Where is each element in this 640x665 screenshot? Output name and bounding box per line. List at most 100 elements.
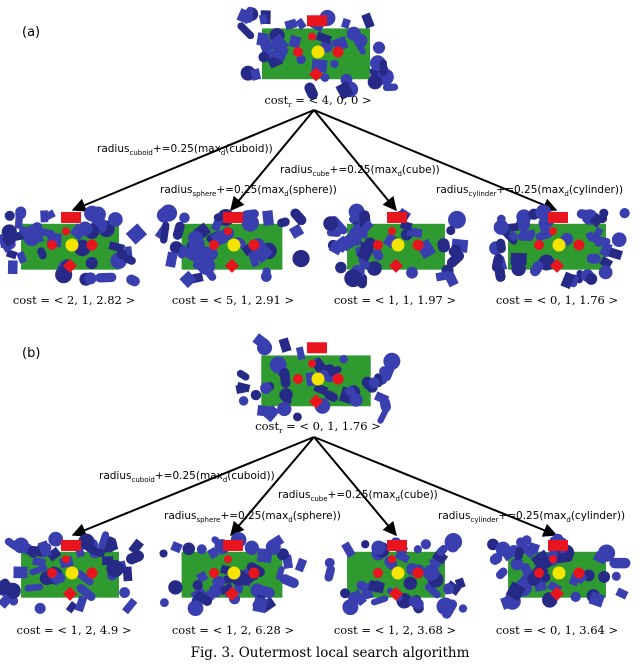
- edge-cube-b: [313, 436, 397, 537]
- obstacle-cube: [373, 391, 390, 405]
- obstacle-cylinder: [377, 404, 391, 424]
- obstacle-cube: [351, 589, 367, 607]
- target-sphere: [65, 238, 79, 252]
- obstacle-cylinder: [37, 247, 47, 260]
- obstacle-sphere: [339, 355, 348, 364]
- red-sphere: [388, 555, 396, 564]
- red-cuboid: [307, 15, 327, 27]
- obstacle-cylinder: [95, 272, 117, 283]
- obstacle-sphere: [342, 599, 359, 616]
- red-cuboid: [223, 211, 243, 223]
- obstacle-cylinder: [372, 248, 384, 261]
- obstacle-sphere: [526, 548, 535, 558]
- red-sphere: [62, 227, 70, 236]
- obstacle-sphere: [619, 208, 630, 219]
- obstacle-cylinder: [122, 254, 136, 265]
- target-sphere: [227, 238, 241, 252]
- obstacle-sphere: [187, 600, 204, 617]
- obstacle-sphere: [258, 51, 270, 63]
- obstacle-cylinder: [76, 583, 96, 602]
- obstacle-cube: [510, 252, 527, 266]
- red-cube: [388, 586, 404, 601]
- obstacle-sphere: [436, 597, 455, 616]
- obstacle-cylinder: [520, 563, 532, 577]
- obstacle-cylinder: [126, 274, 140, 287]
- obstacle-cube: [195, 570, 209, 584]
- obstacle-cube: [313, 382, 329, 396]
- obstacle-sphere: [597, 544, 616, 562]
- red-cuboid: [387, 539, 407, 551]
- obstacle-cube: [589, 213, 604, 228]
- obstacle-cube: [599, 241, 613, 258]
- obstacle-cube: [7, 260, 18, 275]
- edge-label-cuboid-a: radiuscuboid+=0.25(maxd(cuboid)): [97, 143, 273, 157]
- obstacle-cube: [506, 222, 519, 233]
- obstacle-cylinder: [538, 218, 552, 239]
- obstacle-sphere: [106, 560, 124, 578]
- obstacle-sphere: [437, 238, 450, 251]
- obstacle-sphere: [413, 545, 423, 554]
- obstacle-cylinder: [279, 367, 291, 388]
- obstacle-cylinder: [29, 564, 48, 576]
- obstacle-cube: [588, 591, 606, 608]
- obstacle-cube: [16, 250, 28, 264]
- obstacle-cube: [399, 220, 413, 231]
- red-cube: [388, 258, 404, 273]
- obstacle-cube: [252, 596, 269, 614]
- root-scene-a: [236, 6, 399, 100]
- child-scene-b-sphere: [159, 532, 308, 617]
- obstacle-cube: [170, 541, 183, 554]
- obstacle-cube: [122, 566, 133, 582]
- red-sphere: [549, 227, 557, 236]
- obstacle-sphere: [324, 557, 335, 568]
- obstacle-sphere: [256, 340, 273, 356]
- obstacle-cube: [219, 583, 234, 596]
- obstacle-sphere: [323, 216, 338, 231]
- red-sphere: [86, 567, 98, 579]
- obstacle-sphere: [446, 540, 460, 553]
- obstacle-cylinder: [576, 209, 592, 220]
- obstacle-sphere: [168, 580, 183, 595]
- obstacle-sphere: [495, 541, 511, 557]
- edge-label-cylinder-a: radiuscylinder+=0.25(maxd(cylinder)): [436, 184, 623, 198]
- obstacle-cube: [519, 229, 536, 240]
- red-cube: [224, 586, 240, 601]
- target-sphere: [311, 45, 325, 59]
- red-cube: [62, 258, 78, 273]
- red-sphere: [293, 47, 303, 57]
- obstacle-cylinder: [379, 59, 388, 77]
- obstacle-sphere: [598, 265, 613, 280]
- obstacle-cube: [335, 81, 354, 100]
- red-sphere: [332, 46, 344, 58]
- obstacle-sphere: [196, 544, 207, 555]
- obstacle-cylinder: [98, 531, 110, 550]
- obstacle-sphere: [511, 261, 526, 277]
- obstacle-sphere: [570, 591, 581, 603]
- obstacle-cube: [361, 12, 375, 29]
- obstacle-cube: [284, 18, 298, 31]
- obstacle-cylinder: [514, 547, 524, 561]
- obstacle-sphere: [448, 210, 466, 229]
- red-sphere: [549, 555, 557, 564]
- red-sphere: [373, 240, 383, 250]
- obstacle-cube: [32, 556, 47, 567]
- edge-cylinder-b: [313, 436, 558, 537]
- obstacle-cylinder: [529, 260, 544, 277]
- obstacle-sphere: [197, 257, 216, 275]
- obstacle-sphere: [276, 548, 289, 561]
- child-scene-a-cylinder: [489, 204, 630, 290]
- obstacle-sphere: [119, 587, 130, 598]
- child-cost-a-cuboid: cost = < 2, 1, 2.82 >: [13, 293, 135, 307]
- child-scene-a-cube: [323, 203, 469, 289]
- obstacle-cube: [188, 239, 205, 255]
- obstacle-sphere: [277, 401, 292, 417]
- child-cost-b-cuboid: cost = < 1, 2, 4.9 >: [17, 623, 132, 637]
- red-cuboid: [61, 539, 81, 551]
- obstacle-sphere: [240, 65, 256, 81]
- red-sphere: [209, 240, 219, 250]
- obstacle-cylinder: [324, 565, 335, 582]
- obstacle-cylinder: [257, 585, 275, 599]
- obstacle-cube: [65, 601, 78, 614]
- obstacle-sphere: [279, 388, 293, 402]
- obstacle-cube: [250, 68, 262, 81]
